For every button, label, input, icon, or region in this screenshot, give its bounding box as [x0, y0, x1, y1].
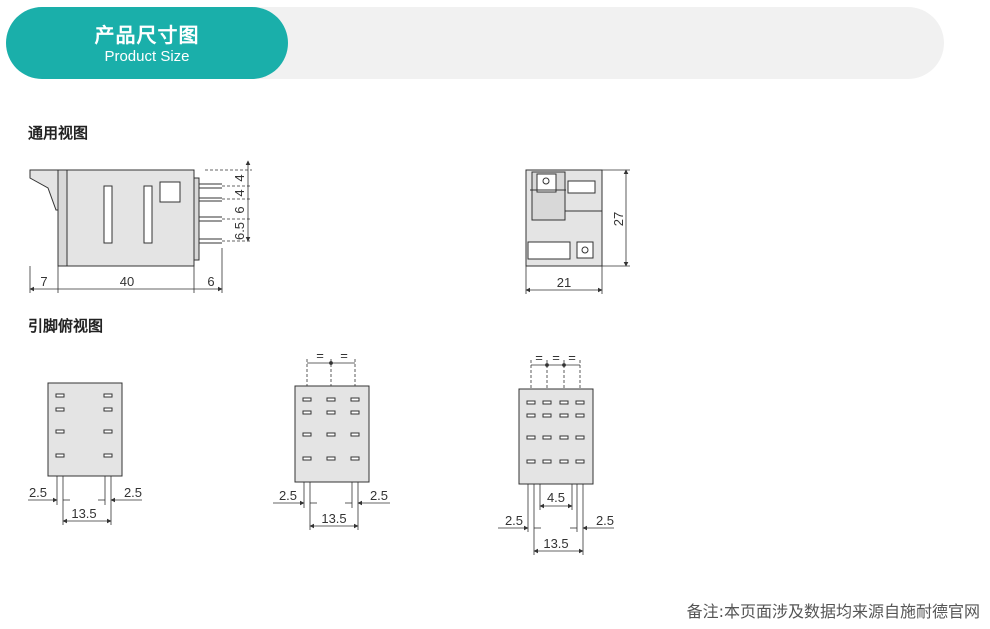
dim-label-pin3-right: 2.5: [596, 513, 614, 528]
front-view-labels: 27 21: [557, 212, 626, 290]
equal-mark-4col-3: =: [568, 350, 576, 365]
side-view-flange: [57, 169, 68, 267]
dim-label-pin2-span: 13.5: [321, 511, 346, 526]
dim-label-length: 40: [120, 274, 134, 289]
dim-label-pin3-inner: 4.5: [547, 490, 565, 505]
dim-label-pin-2: 4: [232, 189, 247, 196]
side-view-label-window: [159, 181, 181, 203]
dim-label-left: 7: [40, 274, 47, 289]
side-view-bottom-dim: [29, 248, 223, 293]
dim-label-pin3-left: 2.5: [505, 513, 523, 528]
dim-label-pin-3: 6: [232, 206, 247, 213]
pin-layout-3col: [273, 359, 390, 530]
side-view-slot-right: [143, 185, 153, 244]
header-title-en: Product Size: [104, 48, 190, 65]
side-view-slot-left: [103, 185, 113, 244]
pin-layout-4col-labels: = = = 4.5 2.5 2.5 13.5: [505, 350, 614, 551]
side-view-vertical-dim: [205, 160, 252, 242]
section-title-pin-view: 引脚俯视图: [28, 317, 104, 335]
pin-layout-2col-labels: 2.5 2.5 13.5: [29, 485, 142, 521]
dim-label-pin2-right: 2.5: [370, 488, 388, 503]
side-view-drawing: [29, 160, 252, 293]
front-view-window: [567, 180, 596, 194]
dim-label-pin1-right: 2.5: [124, 485, 142, 500]
header-title-zh: 产品尺寸图: [94, 23, 200, 47]
dim-label-pin1-left: 2.5: [29, 485, 47, 500]
side-view-pins: [199, 183, 222, 244]
side-view-base: [193, 177, 200, 261]
dim-label-width: 21: [557, 275, 571, 290]
pin-layout-2col: [28, 382, 142, 525]
equal-mark-3col-2: =: [340, 348, 348, 363]
dim-label-pin-4: 6.5: [232, 222, 247, 240]
side-view-labels: 4 4 6 6.5 7 40 6: [40, 174, 247, 289]
equal-mark-4col-2: =: [552, 350, 560, 365]
dim-label-pin2-left: 2.5: [279, 488, 297, 503]
dim-label-right: 6: [207, 274, 214, 289]
equal-mark-4col-1: =: [535, 350, 543, 365]
equal-mark-3col-1: =: [316, 348, 324, 363]
dim-label-pin3-span: 13.5: [543, 536, 568, 551]
pin-layout-3col-labels: = = 2.5 2.5 13.5: [279, 348, 388, 526]
dim-label-height: 27: [611, 212, 626, 226]
front-view-indicator: [527, 241, 571, 260]
pin-layout-4col: [498, 360, 614, 555]
section-title-general-view: 通用视图: [28, 124, 89, 142]
front-view-drawing: [525, 169, 630, 294]
header-title-pill: 产品尺寸图 Product Size: [6, 7, 288, 79]
footer-note: 备注:本页面涉及数据均来源自施耐德官网: [686, 602, 980, 621]
dim-label-pin-1: 4: [232, 174, 247, 181]
dim-label-pin1-span: 13.5: [71, 506, 96, 521]
